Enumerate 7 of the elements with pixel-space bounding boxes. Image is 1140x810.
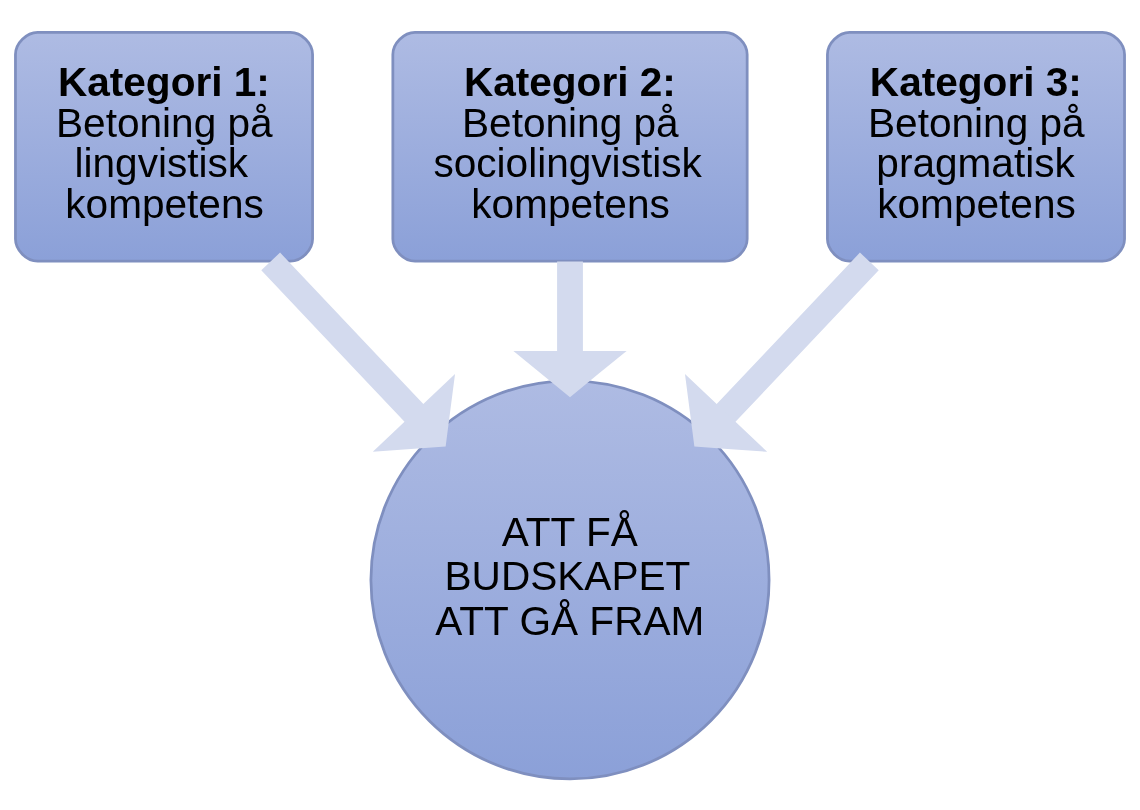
node-circle: ATT FÅ BUDSKAPET ATT GÅ FRAM [369,378,771,780]
node-box: Kategori 2: Betoning på sociolingvistisk kompetens [391,30,749,263]
arrow [261,252,456,452]
arrow [513,260,627,397]
node-box: Kategori 3: Betoning på pragmatisk kompetens [826,30,1126,263]
node-box: Kategori 1: Betoning på lingvistisk kompetens [14,30,314,263]
arrow [684,252,879,452]
